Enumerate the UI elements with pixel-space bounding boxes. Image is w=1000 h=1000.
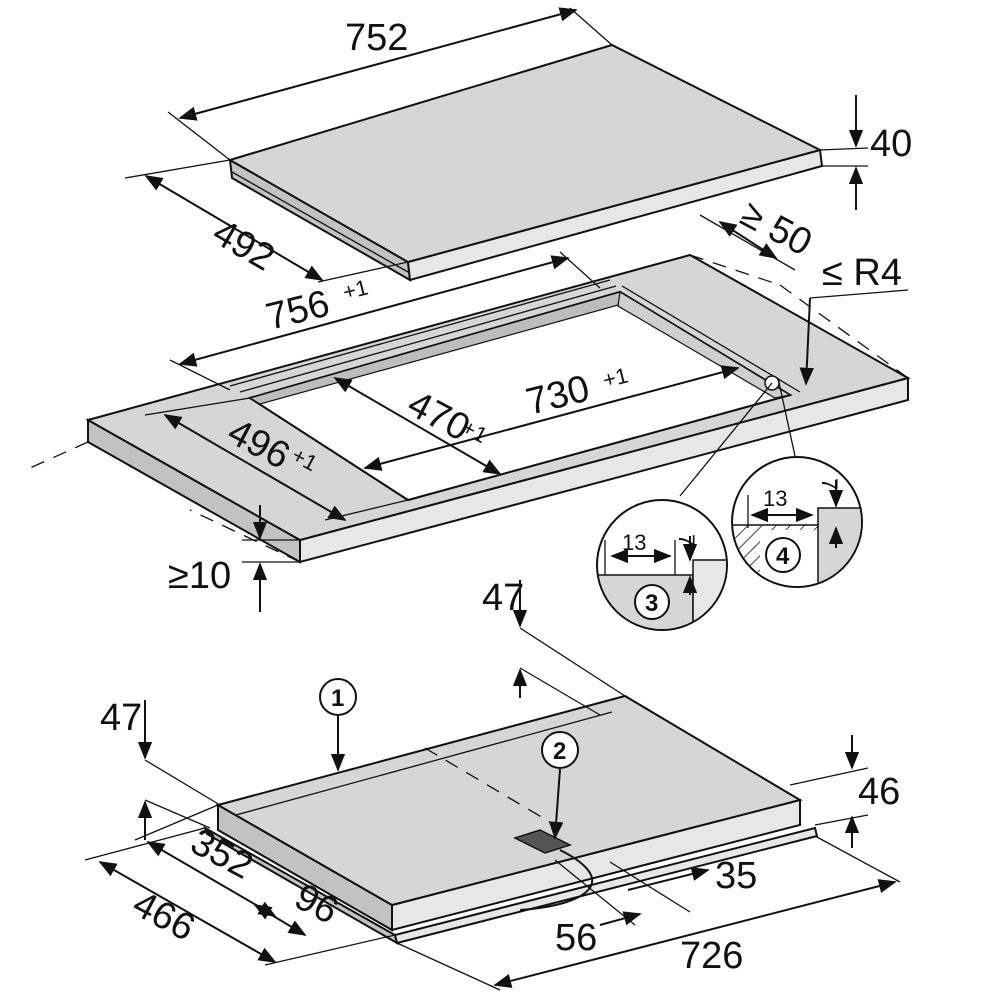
width-total-label: 726 [680,935,743,977]
dim-underside-height-left: 47 [100,697,221,840]
dim-corner-radius: ≤ R4 [799,252,909,386]
dim-front-clearance: ≥10 [168,505,300,612]
height-left-label: 47 [100,697,142,739]
callout-2: 2 [541,731,579,840]
corner-radius-label: ≤ R4 [822,252,902,294]
callout-1: 1 [319,678,357,772]
detail4-width-label: 13 [763,486,787,511]
detail4-number: 4 [776,543,790,570]
hob-depth-label: 492 [206,211,282,279]
cutout-outer-width-label: 756 [262,283,334,339]
detail-4: 13 7 4 [731,377,863,588]
connector-offset-b-label: 56 [555,917,597,959]
dim-rear-clearance: ≥ 50 [699,193,819,271]
connection-box [513,829,572,854]
connector-offset-a-label: 35 [715,855,757,897]
dim-underside-height-rear: 47 [482,577,626,716]
depth-total-label: 466 [126,883,202,950]
underside-base [215,694,803,907]
callout-2-label: 2 [553,738,566,765]
front-clearance-label: ≥10 [168,555,231,597]
dim-hob-thickness: 40 [819,95,912,210]
rear-clearance-label: ≥ 50 [734,193,819,265]
hob-thickness-label: 40 [870,123,912,165]
cutout-outer-width-tol: +1 [340,275,370,305]
height-right-label: 46 [858,771,900,813]
detail3-number: 3 [645,590,658,617]
dim-underside-height-right: 46 [789,735,900,848]
dim-width-total: 726 [396,835,901,991]
dim-hob-width: 752 [167,7,613,161]
height-rear-label: 47 [482,577,524,619]
cutout-inner-width-tol: +1 [600,363,630,393]
detail4-height-label: 7 [817,478,842,490]
hob-width-label: 752 [345,17,408,59]
detail-3: 13 7 3 [596,382,773,631]
detail3-width-label: 13 [622,530,646,555]
detail3-height-label: 7 [674,534,699,546]
callout-1-label: 1 [331,685,344,712]
